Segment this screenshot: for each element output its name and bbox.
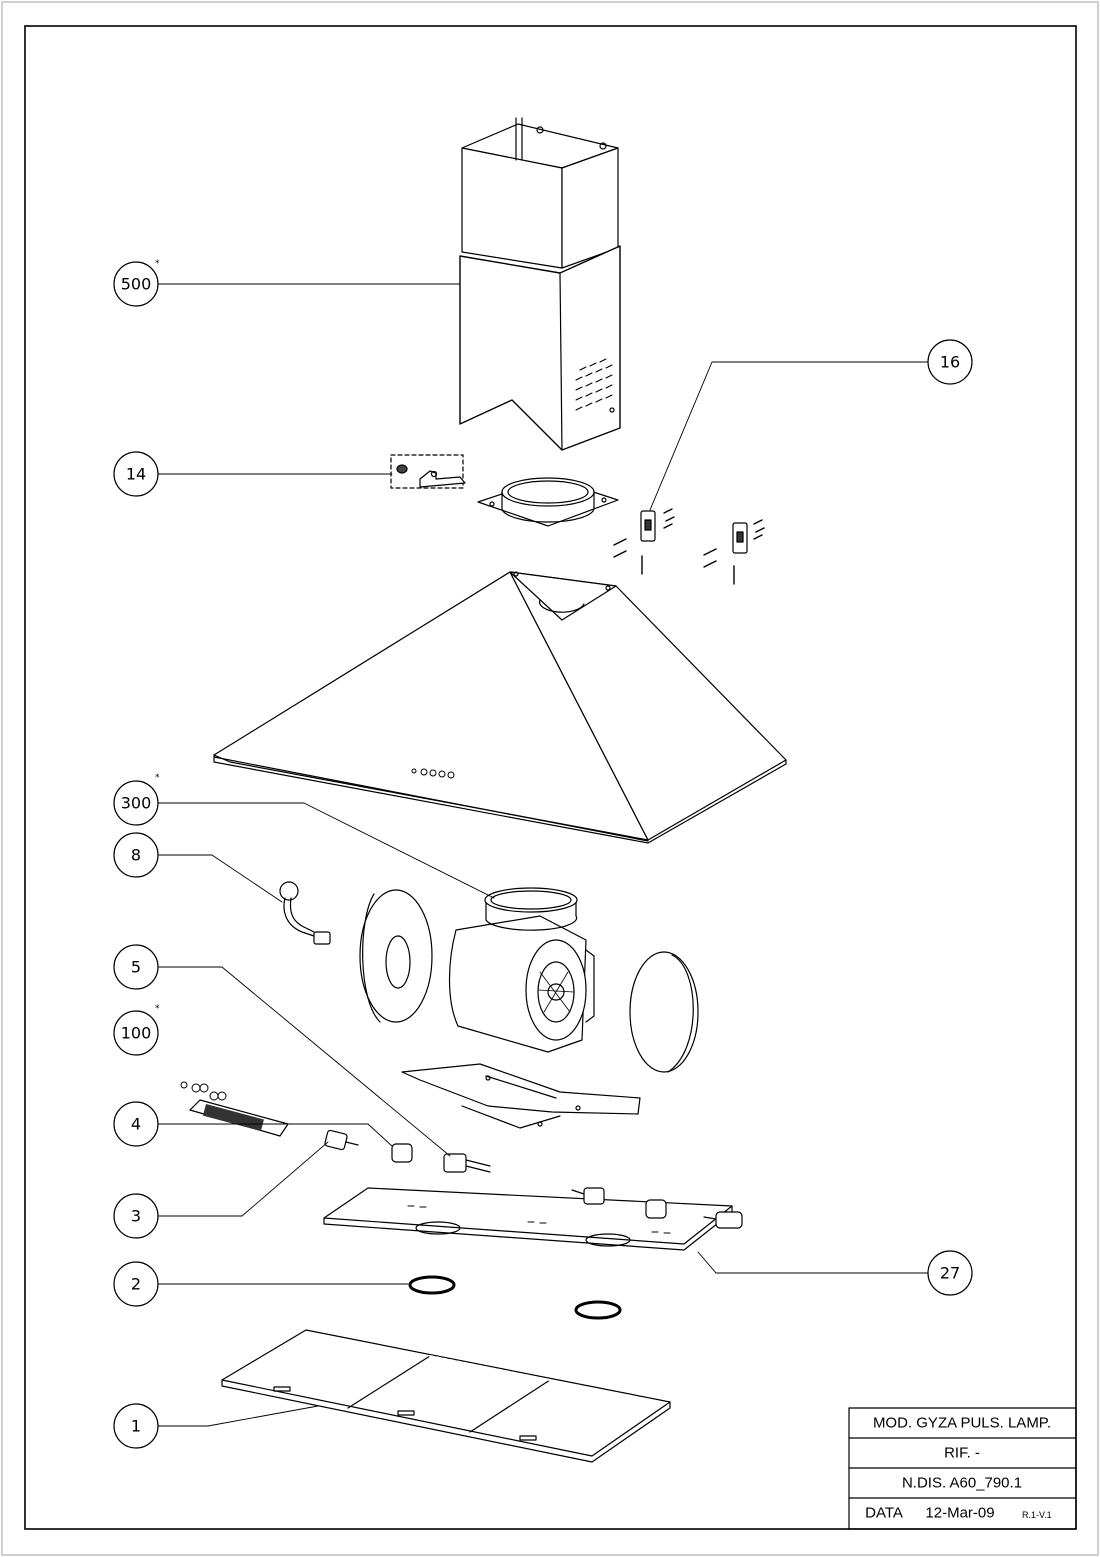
leader-lines [156,283,929,1427]
chimney-cover [459,117,621,451]
lamp-glass-rings [408,1275,622,1320]
fixing-brackets [613,508,765,585]
callout-300: 300 [121,794,152,813]
carbon-filter-disc [629,951,699,1073]
revision-code: R.1-V.1 [1022,1510,1052,1520]
drawing-frame [24,25,1077,1530]
callout-8: 8 [131,846,141,865]
callout-5: 5 [131,958,141,977]
asterisk-mark-100: * [155,1004,160,1014]
callout-16: 16 [940,353,960,372]
title-block [848,1407,1077,1530]
callout-1: 1 [131,1417,141,1436]
grease-filter-panels [221,1329,671,1463]
front-panel [323,1187,743,1251]
date-label: DATA [865,1505,903,1522]
power-cable [279,881,331,945]
callout-4: 4 [131,1115,141,1134]
asterisk-mark-300: * [155,773,160,783]
asterisk-mark-500: * [155,259,160,269]
model-name: MOD. GYZA PULS. LAMP. [873,1415,1051,1432]
callout-2: 2 [131,1275,141,1294]
callout-27: 27 [940,1264,960,1283]
blower-motor-unit [359,887,595,1053]
date-value: 12-Mar-09 [925,1505,994,1522]
callout-100: 100 [121,1024,152,1043]
support-bracket-plate [401,1063,641,1129]
callout-500: 500 [121,275,152,294]
hood-canopy [213,571,787,844]
reference: RIF. - [944,1445,980,1462]
callout-3: 3 [131,1207,141,1226]
drawing-number: N.DIS. A60_790.1 [902,1475,1022,1492]
callout-circles [113,261,973,1449]
bracket-kit-box [390,454,466,489]
lamp-holder-left [324,1129,491,1173]
air-outlet-flange [477,477,619,527]
callout-14: 14 [126,465,146,484]
